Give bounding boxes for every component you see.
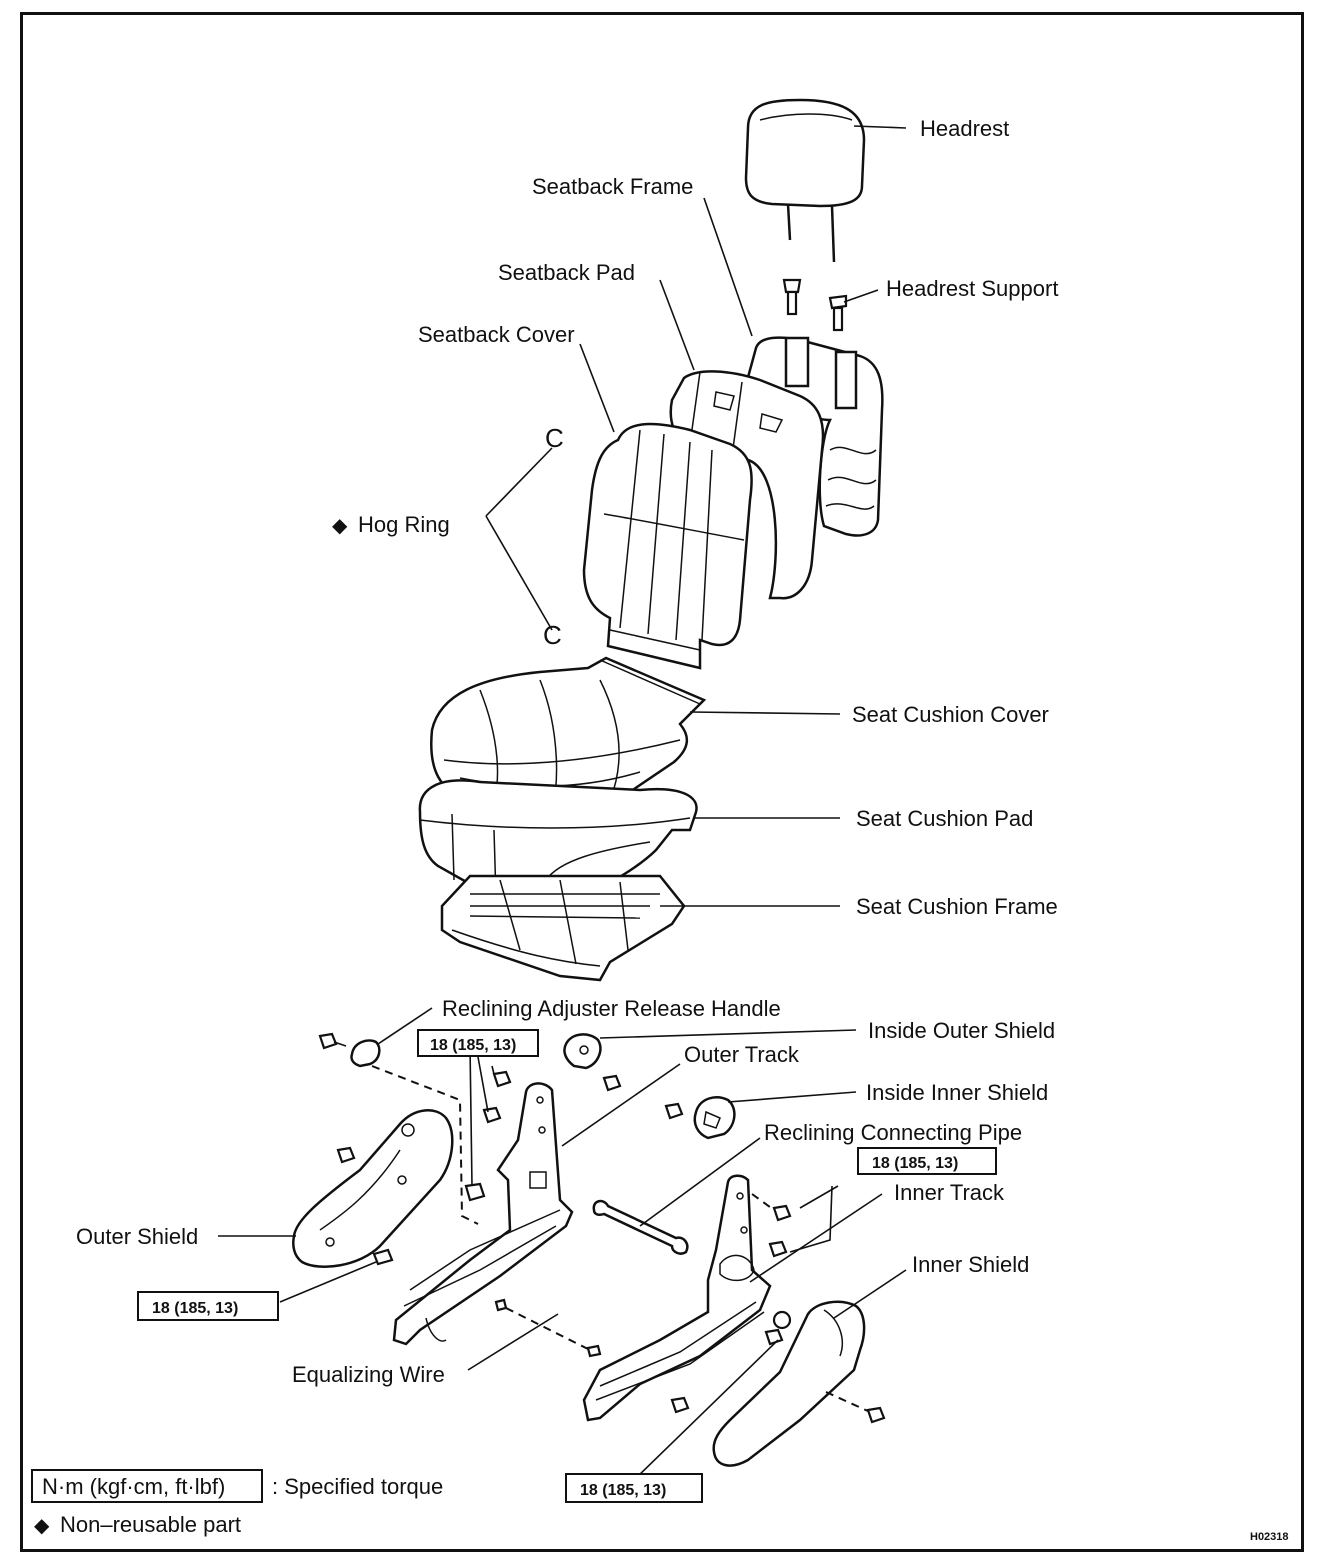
legend-non-reusable-desc: Non–reusable part xyxy=(60,1512,241,1537)
svg-text:18 (185, 13): 18 (185, 13) xyxy=(872,1155,958,1172)
svg-text:18 (185, 13): 18 (185, 13) xyxy=(580,1482,666,1499)
headrest-support-drawing xyxy=(782,278,848,332)
handle-guide-dash xyxy=(371,1065,479,1225)
legend-torque-unit: N·m (kgf·cm, ft·lbf) xyxy=(42,1474,225,1499)
non-reusable-marker-hog-ring: ◆ xyxy=(332,515,348,537)
inside-inner-shield-drawing xyxy=(664,1096,736,1140)
outer-shield-bolt xyxy=(372,1248,394,1266)
label-seatback-cover: Seatback Cover xyxy=(418,322,575,347)
outer-track-drawing xyxy=(392,1082,574,1346)
inner-track-drawing xyxy=(582,1174,792,1422)
label-inner-shield: Inner Shield xyxy=(912,1252,1029,1277)
outer-shield-drawing xyxy=(292,1109,454,1268)
diagram-frame xyxy=(20,12,1304,1552)
hog-ring-clip-lower: C xyxy=(543,620,562,650)
label-equalizing-wire: Equalizing Wire xyxy=(292,1362,445,1387)
legend: N·m (kgf·cm, ft·lbf) : Specified torque … xyxy=(31,1469,443,1537)
torque-box-handle: 18 (185, 13) xyxy=(417,1029,539,1057)
label-outer-shield: Outer Shield xyxy=(76,1224,198,1249)
label-reclining-adjuster-release-handle: Reclining Adjuster Release Handle xyxy=(442,996,781,1021)
hog-ring-clip-upper: C xyxy=(545,423,564,453)
label-hog-ring: Hog Ring xyxy=(358,512,450,537)
label-inner-track: Inner Track xyxy=(894,1180,1005,1205)
seatback-cover-drawing xyxy=(582,422,753,670)
equalizing-wire-drawing xyxy=(494,1298,602,1358)
torque-box-outer-shield-lower: 18 (185, 13) xyxy=(137,1291,279,1321)
seat-cushion-pad-drawing xyxy=(418,779,698,908)
torque-box-inner-track-lower: 18 (185, 13) xyxy=(565,1473,703,1503)
torque-box-inner-track-upper: 18 (185, 13) xyxy=(857,1147,997,1175)
label-outer-track: Outer Track xyxy=(684,1042,800,1067)
svg-text:18 (185, 13): 18 (185, 13) xyxy=(430,1037,516,1054)
label-reclining-connecting-pipe: Reclining Connecting Pipe xyxy=(764,1120,1022,1145)
label-inside-inner-shield: Inside Inner Shield xyxy=(866,1080,1048,1105)
callout-labels: Headrest Seatback Frame Seatback Pad Hea… xyxy=(76,116,1058,1387)
hog-ring-clips: C C xyxy=(543,423,564,650)
reclining-connecting-pipe-drawing xyxy=(592,1199,689,1255)
svg-text:18 (185, 13): 18 (185, 13) xyxy=(152,1300,238,1317)
label-headrest-support: Headrest Support xyxy=(886,276,1058,301)
legend-torque-desc: : Specified torque xyxy=(272,1474,443,1499)
label-headrest: Headrest xyxy=(920,116,1009,141)
label-seat-cushion-cover: Seat Cushion Cover xyxy=(852,702,1049,727)
figure-code: H02318 xyxy=(1250,1531,1289,1543)
label-inside-outer-shield: Inside Outer Shield xyxy=(868,1018,1055,1043)
label-seat-cushion-frame: Seat Cushion Frame xyxy=(856,894,1058,919)
label-seatback-pad: Seatback Pad xyxy=(498,260,635,285)
inside-outer-shield-drawing xyxy=(563,1033,622,1092)
seat-cushion-frame-drawing xyxy=(440,874,686,982)
legend-non-reusable-marker: ◆ xyxy=(34,1515,50,1537)
leader-lines xyxy=(218,125,907,1481)
label-seatback-frame: Seatback Frame xyxy=(532,174,693,199)
inner-shield-drawing xyxy=(712,1300,886,1467)
label-seat-cushion-pad: Seat Cushion Pad xyxy=(856,806,1033,831)
release-handle-drawing xyxy=(318,1032,381,1068)
headrest-drawing xyxy=(744,98,866,263)
